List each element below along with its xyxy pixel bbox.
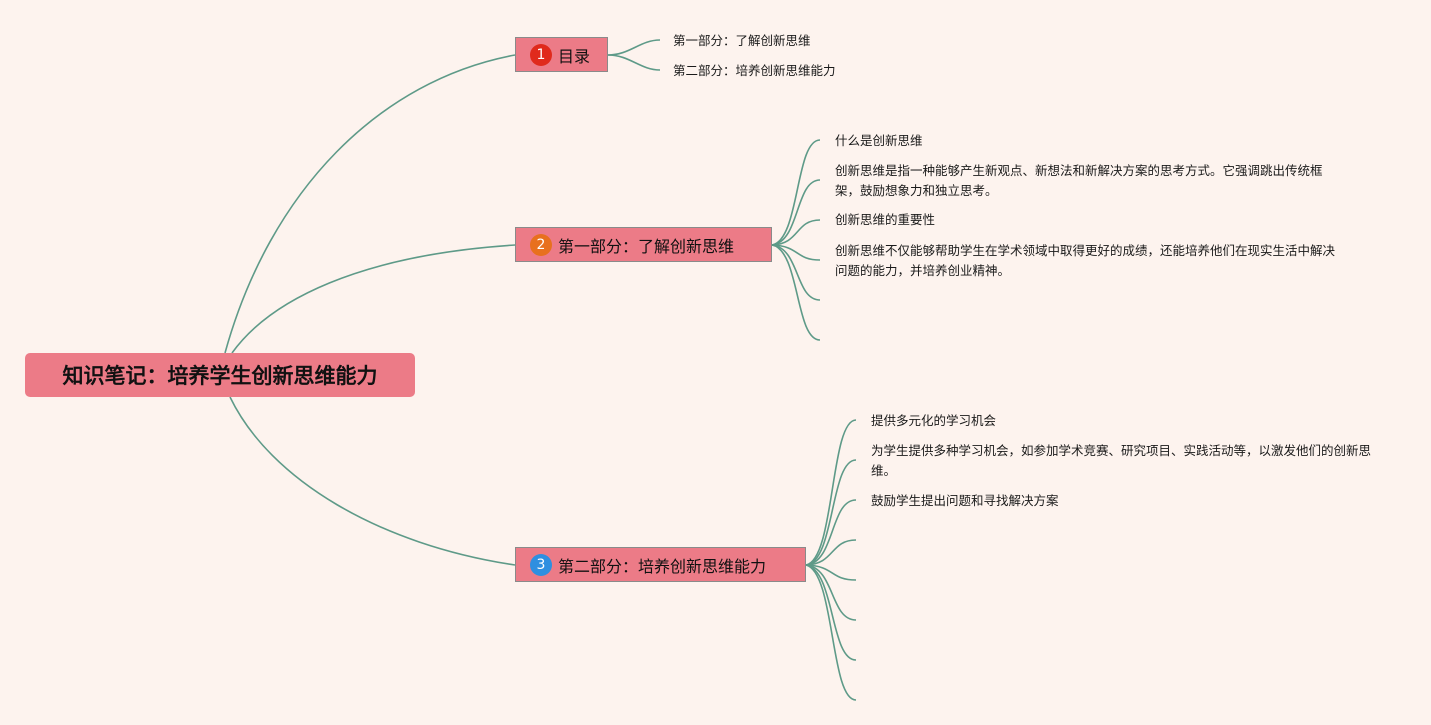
topic-part-two[interactable]: 3 第二部分：培养创新思维能力: [515, 547, 806, 582]
number-3-badge-icon: 3: [530, 553, 552, 576]
topic-title: 目录: [558, 46, 591, 66]
topic-contents[interactable]: 1 目录: [515, 37, 608, 72]
topic-title: 第一部分：了解创新思维: [558, 236, 735, 256]
subtopic[interactable]: 提供多元化的学习机会: [871, 413, 997, 428]
topic-part-one[interactable]: 2 第一部分：了解创新思维: [515, 227, 772, 262]
subtopic-note[interactable]: 为学生提供多种学习机会，如参加学术竞赛、研究项目、实践活动等，以激发他们的创新思…: [871, 443, 1372, 478]
subtopic[interactable]: 什么是创新思维: [835, 133, 923, 148]
root-topic[interactable]: 知识笔记：培养学生创新思维能力: [25, 353, 415, 397]
topic-title: 第二部分：培养创新思维能力: [558, 556, 767, 576]
root-title: 知识笔记：培养学生创新思维能力: [62, 364, 378, 388]
subtopic[interactable]: 创新思维的重要性: [835, 212, 936, 227]
number-1-badge-icon: 1: [530, 43, 552, 66]
subtopic-note[interactable]: 创新思维是指一种能够产生新观点、新想法和新解决方案的思考方式。它强调跳出传统框架…: [835, 163, 1323, 198]
subtopic[interactable]: 第二部分：培养创新思维能力: [673, 63, 836, 78]
subtopic[interactable]: 第一部分：了解创新思维: [673, 33, 811, 48]
subtopic[interactable]: 鼓励学生提出问题和寻找解决方案: [871, 493, 1059, 508]
number-2-badge-icon: 2: [530, 233, 552, 256]
subtopic-note[interactable]: 创新思维不仅能够帮助学生在学术领域中取得更好的成绩，还能培养他们在现实生活中解决…: [835, 243, 1336, 278]
